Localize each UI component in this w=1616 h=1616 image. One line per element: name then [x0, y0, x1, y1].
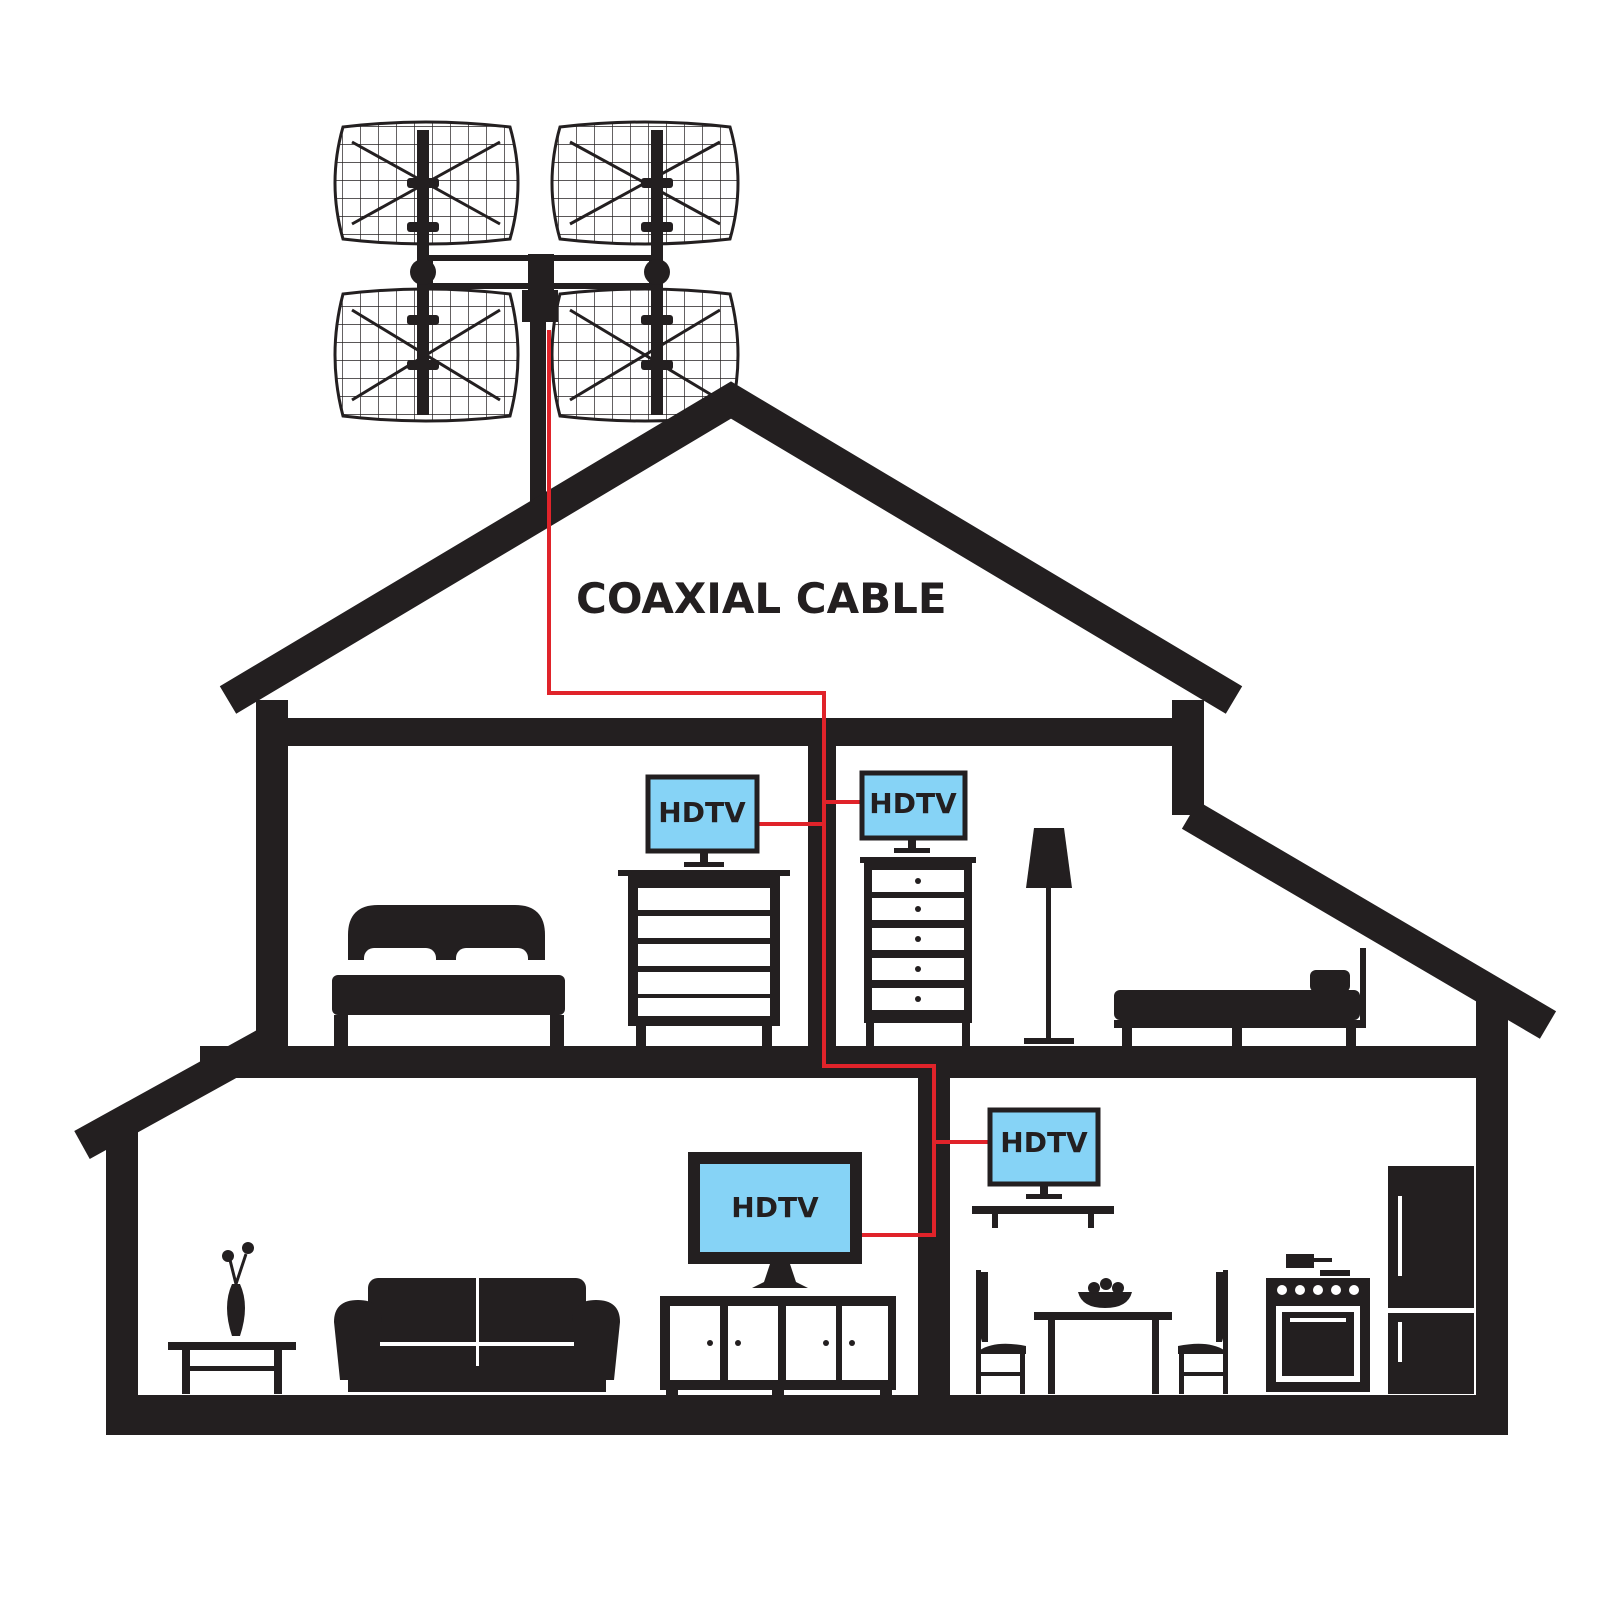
tv-label: HDTV	[731, 1191, 819, 1224]
tv-kitchen: HDTV	[987, 1107, 1101, 1199]
tv-upstairs-left: HDTV	[645, 774, 760, 867]
tv-label: HDTV	[869, 787, 957, 820]
antenna-crossbar	[410, 254, 670, 294]
upstairs-left-bedroom: HDTV	[332, 774, 790, 1047]
antenna	[333, 120, 740, 510]
antenna-mast	[530, 320, 546, 510]
main-roof	[219, 381, 1243, 714]
left-upper-wall	[256, 700, 288, 1060]
tv-living-room: HDTV	[688, 1152, 862, 1288]
right-upper-wall	[1172, 700, 1204, 815]
antenna-mount	[522, 290, 558, 322]
double-bed-icon	[332, 905, 565, 1047]
stove-icon	[1266, 1254, 1370, 1392]
tv-cabinet-icon	[660, 1296, 896, 1400]
sofa-icon	[334, 1278, 620, 1392]
side-roof	[1181, 801, 1557, 1039]
upstairs-right-bedroom: HDTV	[859, 770, 1366, 1046]
left-lower-wall	[106, 1120, 138, 1430]
single-bed-icon	[1114, 948, 1366, 1046]
kitchen: HDTV	[972, 1107, 1474, 1394]
side-table-with-vase-icon	[168, 1242, 296, 1394]
tv-upstairs-right: HDTV	[859, 770, 968, 853]
tv-label: HDTV	[1000, 1126, 1088, 1159]
second-floor-slab	[200, 1046, 1492, 1078]
wall-shelf-icon	[972, 1206, 1114, 1228]
dresser-icon	[618, 870, 790, 1046]
living-room: HDTV	[168, 1152, 896, 1400]
chair-left-icon	[976, 1270, 1026, 1394]
floor-lamp-icon	[1024, 828, 1074, 1044]
coaxial-cable	[547, 330, 990, 1237]
cable-label: COAXIAL CABLE	[576, 574, 947, 623]
ground-floor	[106, 1395, 1508, 1435]
chair-right-icon	[1178, 1270, 1228, 1394]
refrigerator-icon	[1388, 1166, 1474, 1394]
attic-floor	[272, 718, 1188, 746]
dining-table-icon	[1034, 1278, 1172, 1394]
tv-label: HDTV	[658, 796, 746, 829]
house-structure	[74, 381, 1557, 1435]
tall-dresser-icon	[860, 857, 976, 1046]
